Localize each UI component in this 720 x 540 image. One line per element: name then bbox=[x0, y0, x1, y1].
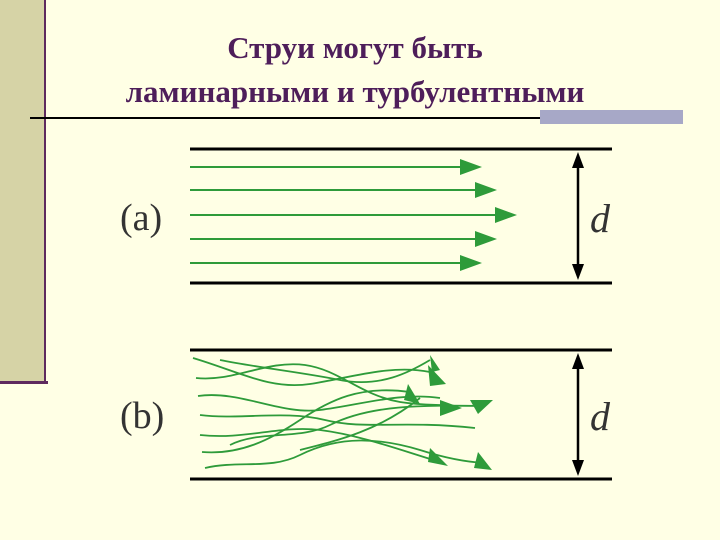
dimension-label-a: d bbox=[590, 196, 611, 241]
turbulent-streamline bbox=[299, 397, 421, 451]
arrowhead-icon bbox=[474, 452, 492, 470]
turbulent-streamline bbox=[204, 439, 486, 469]
slide-title: Струи могут быть ламинарными и турбулент… bbox=[60, 26, 650, 114]
sidebar-decoration bbox=[0, 0, 46, 383]
arrowhead-icon bbox=[495, 207, 517, 223]
arrowhead-icon bbox=[430, 355, 440, 372]
arrowhead-icon bbox=[460, 159, 482, 175]
arrowhead-icon bbox=[475, 231, 497, 247]
arrowhead-icon bbox=[470, 400, 493, 414]
dimension-arrowhead-icon bbox=[572, 152, 584, 168]
turbulent-streamline bbox=[199, 414, 476, 429]
dimension-arrowhead-icon bbox=[572, 460, 584, 476]
panel-laminar: (a) d bbox=[120, 147, 612, 285]
turbulent-streamline bbox=[201, 389, 411, 454]
title-line-1: Струи могут быть bbox=[227, 30, 483, 65]
panel-a-label: (a) bbox=[120, 197, 162, 239]
arrowhead-icon bbox=[440, 400, 462, 416]
arrowhead-icon bbox=[475, 182, 497, 198]
turbulent-streamline bbox=[195, 363, 456, 407]
sidebar-accent-line bbox=[0, 381, 48, 384]
turbulent-streamline bbox=[229, 404, 486, 446]
turbulent-streamline bbox=[219, 359, 431, 384]
turbulent-streamline bbox=[192, 357, 431, 387]
arrowhead-icon bbox=[404, 384, 420, 404]
dimension-arrowhead-icon bbox=[572, 353, 584, 369]
title-accent-bar bbox=[540, 110, 683, 124]
title-line-2: ламинарными и турбулентными bbox=[125, 74, 585, 109]
panel-turbulent: (b) d bbox=[120, 348, 612, 481]
title-underline bbox=[30, 117, 680, 119]
turbulent-streamline bbox=[199, 428, 441, 463]
dimension-arrowhead-icon bbox=[572, 264, 584, 280]
panel-b-label: (b) bbox=[120, 395, 164, 437]
arrowhead-icon bbox=[460, 255, 482, 271]
arrowhead-icon bbox=[428, 448, 448, 466]
dimension-label-b: d bbox=[590, 394, 611, 439]
turbulent-streamline bbox=[197, 394, 441, 412]
